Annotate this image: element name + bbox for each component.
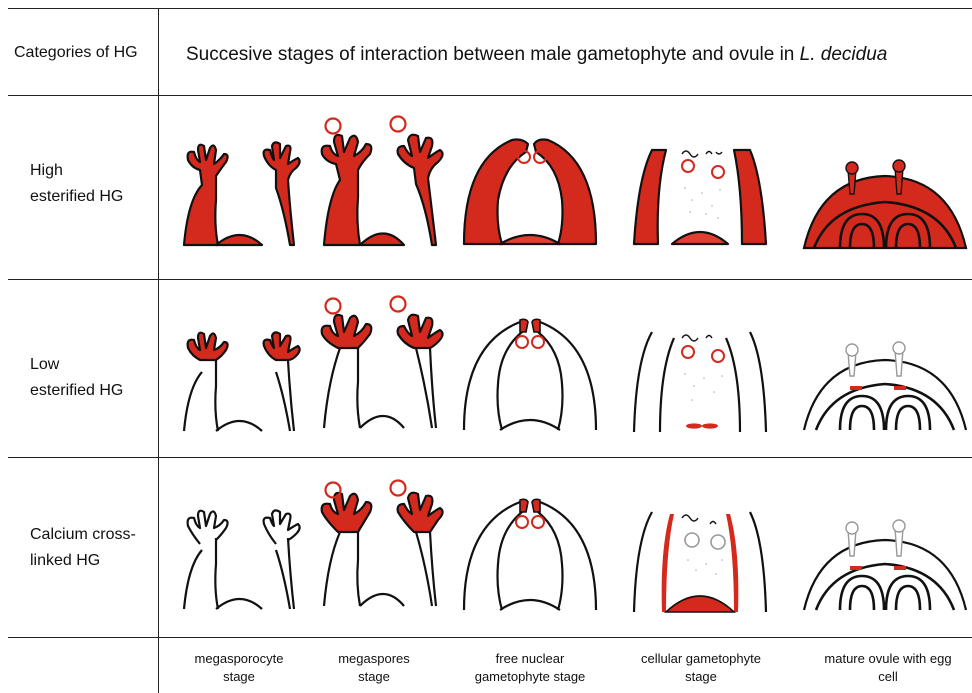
figure-title: Succesive stages of interaction between … — [186, 44, 887, 66]
ovule-megasporocyte-calcium — [170, 494, 310, 614]
ovule-megaspores-calcium — [310, 470, 450, 610]
ovule-cellular-low — [630, 330, 770, 436]
ovule-free-nuclear-calcium — [460, 494, 600, 614]
stage-label-megaspores: megaspores stage — [338, 650, 410, 686]
stage-label-cellular: cellular gametophyte stage — [641, 650, 761, 686]
row-divider-3 — [8, 637, 972, 638]
row-label-calcium-crosslinked: Calcium cross- linked HG — [30, 522, 136, 574]
row-label-line1: Calcium cross- — [30, 522, 136, 548]
ovule-megasporocyte-high — [170, 130, 310, 250]
ovule-cellular-high — [630, 148, 770, 248]
stage-line1: mature ovule with egg — [824, 650, 951, 668]
row-label-line1: Low — [30, 352, 123, 378]
ovule-mature-low — [800, 330, 970, 434]
table-top-border — [8, 8, 972, 9]
ovule-free-nuclear-low — [460, 314, 600, 434]
stage-line1: megasporocyte — [195, 650, 284, 668]
stage-line1: cellular gametophyte — [641, 650, 761, 668]
categories-header: Categories of HG — [14, 44, 138, 62]
row-label-line2: linked HG — [30, 548, 136, 574]
stage-label-mature-ovule: mature ovule with egg cell — [824, 650, 951, 686]
stage-line1: megaspores — [338, 650, 410, 668]
species-name: L. decidua — [800, 44, 888, 65]
row-divider-1 — [8, 279, 972, 280]
stage-line2: stage — [338, 668, 410, 686]
ovule-mature-high — [800, 158, 970, 250]
row-label-low-esterified: Low esterified HG — [30, 352, 123, 404]
ovule-megaspores-high — [310, 112, 450, 252]
row-label-line2: esterified HG — [30, 184, 123, 210]
title-text: Succesive stages of interaction between … — [186, 44, 800, 65]
stage-line2: stage — [195, 668, 284, 686]
stage-label-megasporocyte: megasporocyte stage — [195, 650, 284, 686]
stage-line2: gametophyte stage — [475, 668, 586, 686]
column-divider — [158, 8, 159, 693]
header-divider — [8, 95, 972, 96]
row-divider-2 — [8, 457, 972, 458]
ovule-megasporocyte-low — [170, 316, 310, 436]
stage-label-free-nuclear: free nuclear gametophyte stage — [475, 650, 586, 686]
stage-line1: free nuclear — [475, 650, 586, 668]
ovule-cellular-calcium — [630, 510, 770, 616]
stage-line2: cell — [824, 668, 951, 686]
ovule-mature-calcium — [800, 506, 970, 614]
ovule-free-nuclear-high — [460, 130, 600, 250]
stage-line2: stage — [641, 668, 761, 686]
row-label-line1: High — [30, 158, 123, 184]
row-label-line2: esterified HG — [30, 378, 123, 404]
ovule-megaspores-low — [310, 292, 450, 432]
row-label-high-esterified: High esterified HG — [30, 158, 123, 210]
